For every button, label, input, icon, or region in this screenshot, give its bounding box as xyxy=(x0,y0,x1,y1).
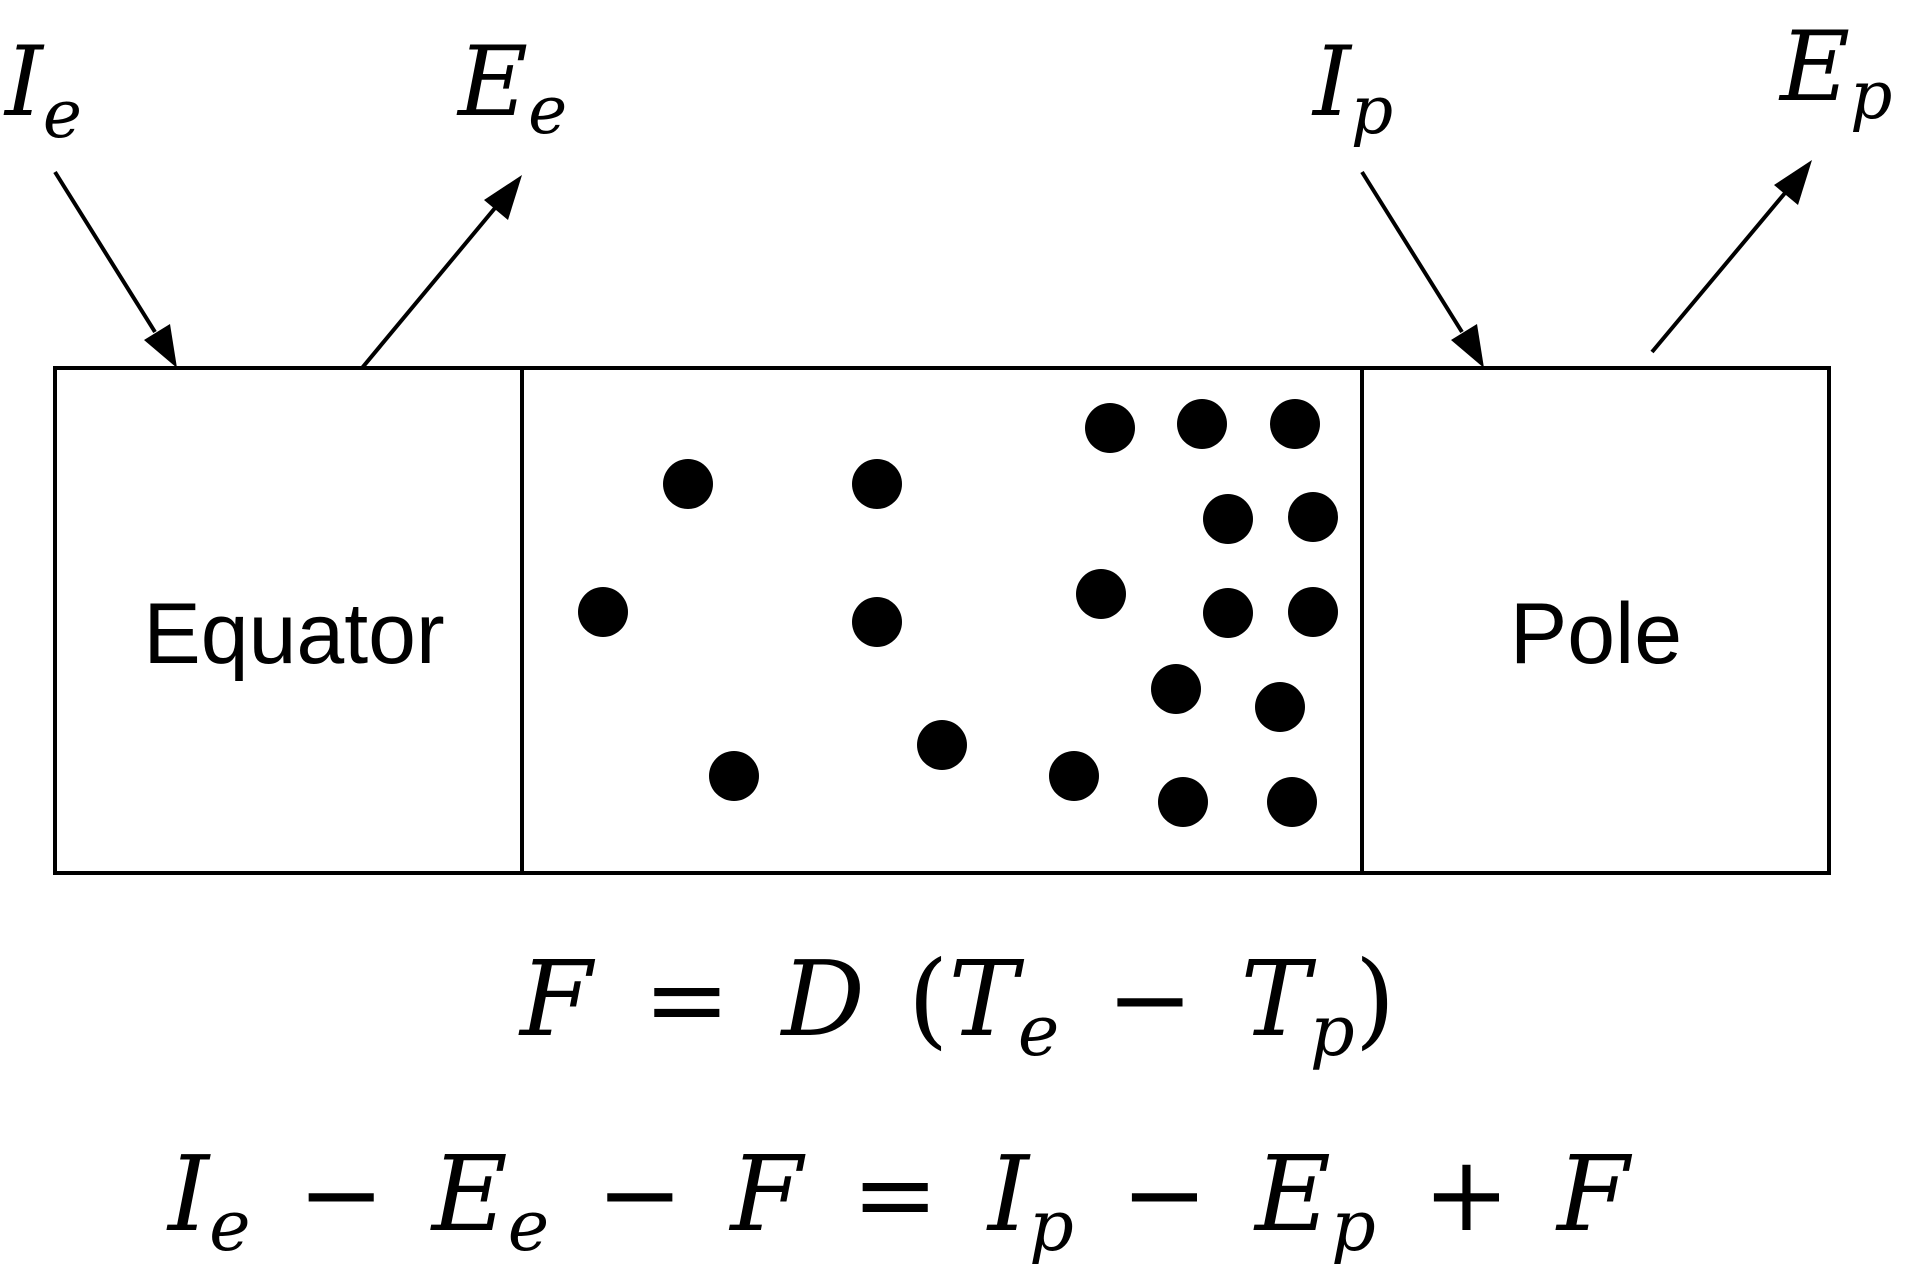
pole-outgoing-symbol: E xyxy=(1778,11,1850,123)
pole-incoming-flux-label: Ip xyxy=(1311,26,1393,149)
eq2-i2-sub: p xyxy=(1029,1185,1074,1264)
eq2-e2-sub: p xyxy=(1331,1185,1376,1264)
equator-incoming-symbol: I xyxy=(3,26,45,138)
particle xyxy=(1203,588,1253,638)
eq2-minus-1: − xyxy=(298,1133,385,1255)
eq2-f2: F xyxy=(1555,1133,1633,1255)
pole-outgoing-arrow xyxy=(1650,160,1812,354)
energy-particles xyxy=(578,399,1338,827)
eq2-e1: E xyxy=(430,1133,508,1255)
eq1-minus: − xyxy=(1106,938,1193,1060)
equator-incoming-flux-label: Ie xyxy=(3,26,82,153)
eq1-t2: T xyxy=(1241,938,1317,1060)
particle xyxy=(1049,751,1099,801)
eq2-i1-sub: e xyxy=(209,1185,250,1264)
particle xyxy=(1267,777,1317,827)
particle xyxy=(1203,494,1253,544)
equator-outgoing-symbol: E xyxy=(456,26,528,138)
pole-incoming-subscript: p xyxy=(1351,72,1393,149)
particle xyxy=(1085,403,1135,453)
particle xyxy=(578,587,628,637)
pole-incoming-symbol: I xyxy=(1311,26,1353,138)
eq2-e2: E xyxy=(1253,1133,1331,1255)
eq2-f1: F xyxy=(728,1133,806,1255)
particle xyxy=(1177,399,1227,449)
particle xyxy=(917,720,967,770)
eq1-equals: = xyxy=(643,938,730,1060)
equator-outgoing-arrow xyxy=(360,175,522,370)
eq2-minus-2: − xyxy=(596,1133,683,1255)
eq2-plus: + xyxy=(1423,1133,1510,1255)
equator-outgoing-subscript: e xyxy=(528,72,567,149)
eq1-t2-sub: p xyxy=(1310,990,1355,1072)
eq2-equals: = xyxy=(852,1133,939,1255)
particle xyxy=(1255,682,1305,732)
particle xyxy=(1270,399,1320,449)
pole-label: Pole xyxy=(1510,586,1682,682)
eq1-t1-sub: e xyxy=(1018,990,1059,1072)
equator-incoming-arrow xyxy=(53,170,177,368)
pole-outgoing-subscript: p xyxy=(1850,57,1892,134)
pole-outgoing-flux-label: Ep xyxy=(1778,11,1892,134)
eq1-rparen: ) xyxy=(1355,938,1396,1060)
eq1-t1: T xyxy=(948,938,1024,1060)
flux-equation: F = D (Te − Tp) xyxy=(518,938,1395,1080)
particle xyxy=(852,597,902,647)
particle xyxy=(1288,587,1338,637)
particle xyxy=(1076,569,1126,619)
eq1-d: D xyxy=(779,938,864,1060)
equator-incoming-subscript: e xyxy=(43,76,82,153)
equator-outgoing-flux-label: Ee xyxy=(456,26,567,149)
pole-incoming-arrow xyxy=(1360,170,1484,368)
particle xyxy=(1288,492,1338,542)
particle xyxy=(709,751,759,801)
particle xyxy=(852,459,902,509)
eq1-f: F xyxy=(518,938,596,1060)
eq2-minus-3: − xyxy=(1121,1133,1208,1255)
particle xyxy=(1151,664,1201,714)
particle xyxy=(1158,777,1208,827)
energy-balance-equation: Ie − Ee − F = Ip − Ep + F xyxy=(166,1133,1633,1264)
eq1-lparen: ( xyxy=(908,938,949,1060)
eq2-i2: I xyxy=(986,1133,1031,1255)
eq2-i1: I xyxy=(166,1133,211,1255)
particle xyxy=(663,459,713,509)
pole-box xyxy=(1360,366,1831,875)
eq2-e1-sub: e xyxy=(508,1185,549,1264)
equator-label: Equator xyxy=(143,586,444,682)
